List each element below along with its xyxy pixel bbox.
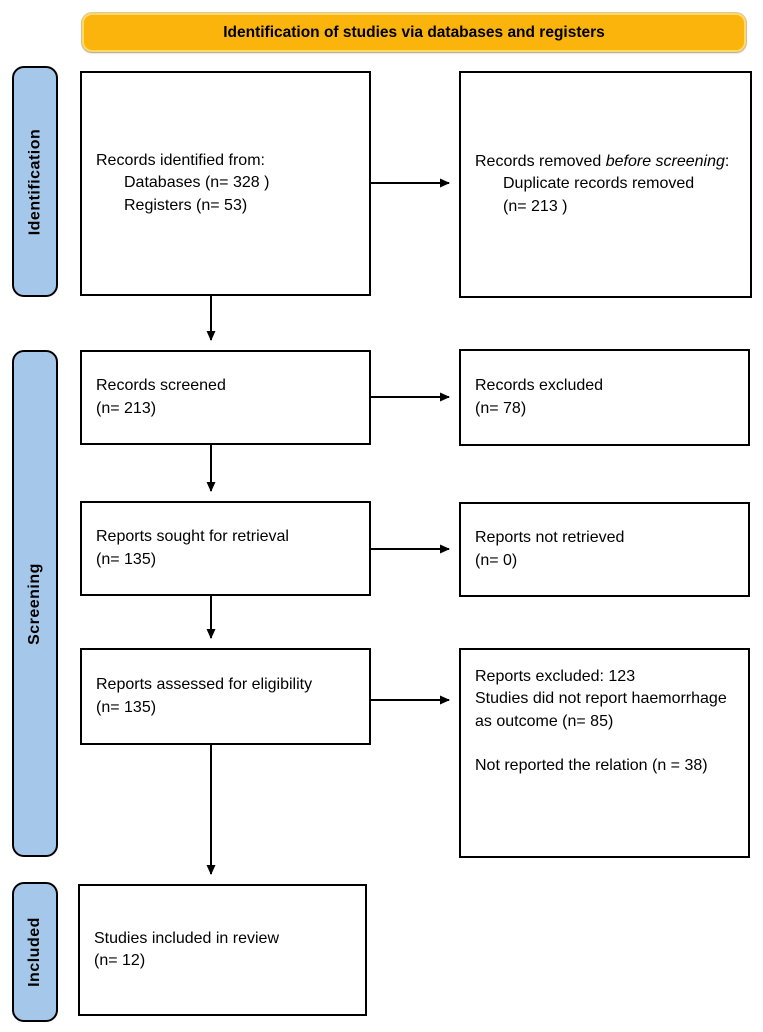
stage-label-included: Included (12, 882, 58, 1022)
box-line: (n= 12) (94, 952, 146, 969)
box-reports-sought: Reports sought for retrieval (n= 135) (80, 501, 371, 596)
box-line: (n= 135) (96, 698, 157, 716)
stage-label-screening: Screening (12, 350, 58, 857)
box-line: Reports not retrieved (475, 529, 625, 547)
box-line: (n= 135) (96, 550, 157, 568)
box-line: (n= 213) (96, 399, 157, 417)
box-line: Databases (n= 328 ) (124, 174, 270, 192)
box-line: Duplicate records removed (503, 175, 695, 193)
box-reports-not-retrieved: Reports not retrieved (n= 0) (459, 502, 750, 597)
box-line: Reports assessed for eligibility (96, 676, 313, 694)
box-line: Studies did not report haemorrhage as ou… (475, 690, 727, 730)
box-line: Reports sought for retrieval (96, 528, 289, 546)
banner-title: Identification of studies via databases … (223, 23, 605, 41)
box-records-identified: Records identified from: Databases (n= 3… (80, 71, 371, 296)
box-line: Studies included in review (94, 929, 279, 947)
stage-label-text: Identification (26, 128, 43, 235)
box-text: : (724, 152, 730, 170)
box-line: (n= 78) (475, 399, 527, 417)
box-records-excluded: Records excluded (n= 78) (459, 349, 750, 446)
box-records-removed: Records removed before screening: Duplic… (459, 71, 752, 298)
banner: Identification of studies via databases … (81, 12, 747, 53)
stage-label-identification: Identification (12, 66, 58, 297)
box-line: Reports excluded: 123 (475, 668, 636, 685)
box-line: Records excluded (475, 377, 604, 395)
box-line: (n= 0) (475, 551, 518, 569)
box-line: Records screened (96, 377, 226, 395)
box-reports-excluded: Reports excluded: 123 Studies did not re… (459, 648, 750, 858)
stage-label-text: Included (26, 917, 43, 987)
box-studies-included: Studies included in review (n= 12) (78, 884, 367, 1016)
box-line: Records removed before screening: (475, 151, 740, 173)
stage-label-text: Screening (26, 562, 44, 645)
box-reports-assessed: Reports assessed for eligibility (n= 135… (80, 648, 371, 745)
box-text-italic: before screening (605, 152, 725, 170)
box-line: Not reported the relation (n = 38) (475, 757, 708, 775)
box-text: Records removed (475, 152, 606, 170)
box-records-screened: Records screened (n= 213) (80, 350, 371, 445)
box-line: (n= 213 ) (503, 197, 568, 215)
box-line: Registers (n= 53) (124, 196, 248, 214)
box-line: Records identified from: (96, 151, 265, 169)
